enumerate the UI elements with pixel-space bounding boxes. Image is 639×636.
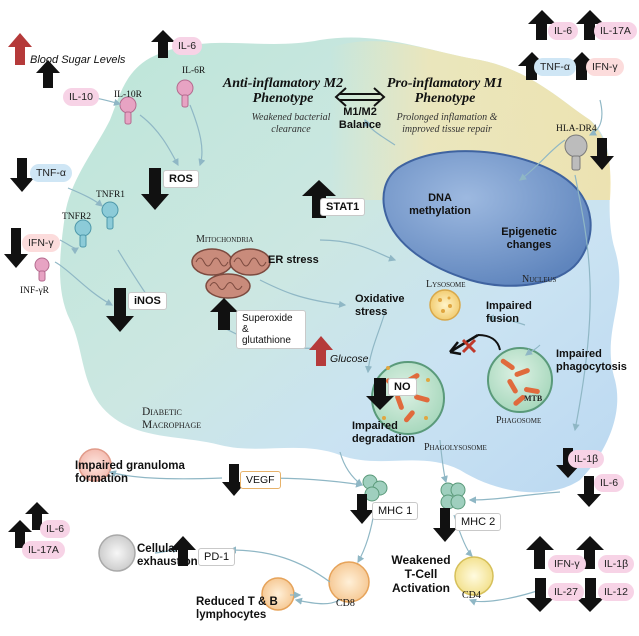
blood-sugar-label: Blood Sugar Levels (30, 54, 126, 66)
tnfr2-label: TNFR2 (62, 212, 92, 222)
dna-methylation-label: DNA methylation (409, 192, 471, 217)
il6-top-badge: IL-6 (172, 37, 203, 55)
impaired-granuloma-label: Impaired granuloma formation (75, 460, 185, 486)
il12-br-badge: IL-12 (598, 583, 634, 601)
m1-subtitle: Prolonged inflamation & improved tissue … (396, 112, 498, 135)
il6-bl-badge: IL-6 (40, 520, 71, 538)
ifng-tr-badge: IFN-γ (586, 58, 624, 76)
mhc1-box: MHC 1 (372, 502, 419, 520)
m1-region (330, 41, 611, 200)
il6-r-badge: IL-6 (594, 474, 625, 492)
il1b-r-badge: IL-1β (568, 450, 605, 468)
m1-title: Pro-inflamatory M1 Phenotype (386, 76, 504, 107)
nucleus-label: Nucleus (522, 274, 557, 285)
il27-br-badge: IL-27 (548, 583, 584, 601)
cellular-exhaustion-label: Cellular exhaustion (137, 543, 198, 569)
t-cell-icon (78, 448, 494, 611)
red-up-arrow-icon (8, 33, 333, 366)
m2-title: Anti-inflamatory M2 Phenotype (222, 76, 344, 107)
mitochondria-label: Mitochondria (196, 234, 254, 245)
er-stress-label: ER stress (268, 254, 319, 266)
mhc-icon (362, 474, 466, 510)
glucose-label: Glucose (330, 353, 369, 365)
nucleus (382, 150, 592, 287)
impaired-fusion-label: Impaired fusion (486, 300, 532, 325)
cd8-label: CD8 (336, 598, 355, 609)
diabetic-macrophage-label: Diabetic Macrophage (142, 406, 202, 431)
impaired-degradation-label: Impaired degradation (352, 420, 415, 445)
phagolysosome-label: Phagolysosome (424, 442, 487, 453)
il10r-label: IL-10R (114, 90, 142, 100)
vegf-box: VEGF (240, 471, 281, 489)
cd4-label: CD4 (462, 590, 481, 601)
tnfr1-label: TNFR1 (96, 190, 126, 200)
balance-double-arrow-icon (334, 87, 386, 107)
il10-badge: IL-10 (63, 88, 99, 106)
tnfa-left-badge: TNF-α (30, 164, 72, 182)
reduced-tb-label: Reduced T & B lymphocytes (196, 596, 278, 622)
il6-tr-badge: IL-6 (548, 22, 579, 40)
il17a-tr-badge: IL-17A (594, 22, 637, 40)
lysosome-icon (429, 289, 461, 321)
phagosome-icon (487, 347, 553, 413)
pd1-box: PD-1 (198, 548, 236, 566)
weakened-t-label: Weakened T-Cell Activation (391, 553, 451, 595)
oxidative-label: Oxidative stress (355, 293, 405, 318)
receptor-icon (34, 79, 194, 282)
inos-box: iNOS (128, 292, 167, 310)
tnfr-icon (74, 201, 119, 248)
infgr-label: INF-γR (20, 286, 50, 296)
balance-label: M1/M2 Balance (338, 106, 382, 131)
red-x-icon (449, 333, 501, 356)
lysosome-label: Lysosome (426, 279, 466, 290)
il17a-bl-badge: IL-17A (22, 541, 65, 559)
hla-receptor-icon (564, 134, 588, 171)
tnfa-tr-badge: TNF-α (534, 58, 576, 76)
down-arrow-icon (4, 138, 614, 612)
ifng-left-badge: IFN-γ (22, 234, 60, 252)
phagosome-label: Phagosome (496, 415, 542, 426)
il6r-label: IL-6R (182, 66, 206, 76)
mitochondria-icon (191, 248, 271, 299)
impaired-phagocytosis-label: Impaired phagocytosis (556, 348, 627, 373)
no-box: NO (388, 378, 417, 396)
ifng-br-badge: IFN-γ (548, 555, 586, 573)
ros-box: ROS (163, 170, 199, 188)
epigenetic-label: Epigenetic changes (501, 226, 557, 251)
superoxide-box: Superoxide & glutathione (236, 310, 306, 349)
up-arrow-icon (8, 10, 604, 569)
mhc2-box: MHC 2 (455, 513, 502, 531)
il1b-br-badge: IL-1β (598, 555, 635, 573)
stat1-box: STAT1 (320, 198, 366, 216)
m2-subtitle: Weakened bacterial clearance (251, 112, 331, 135)
mtb-label: MTB (524, 394, 543, 403)
hla-label: HLA-DR4 (556, 124, 597, 134)
